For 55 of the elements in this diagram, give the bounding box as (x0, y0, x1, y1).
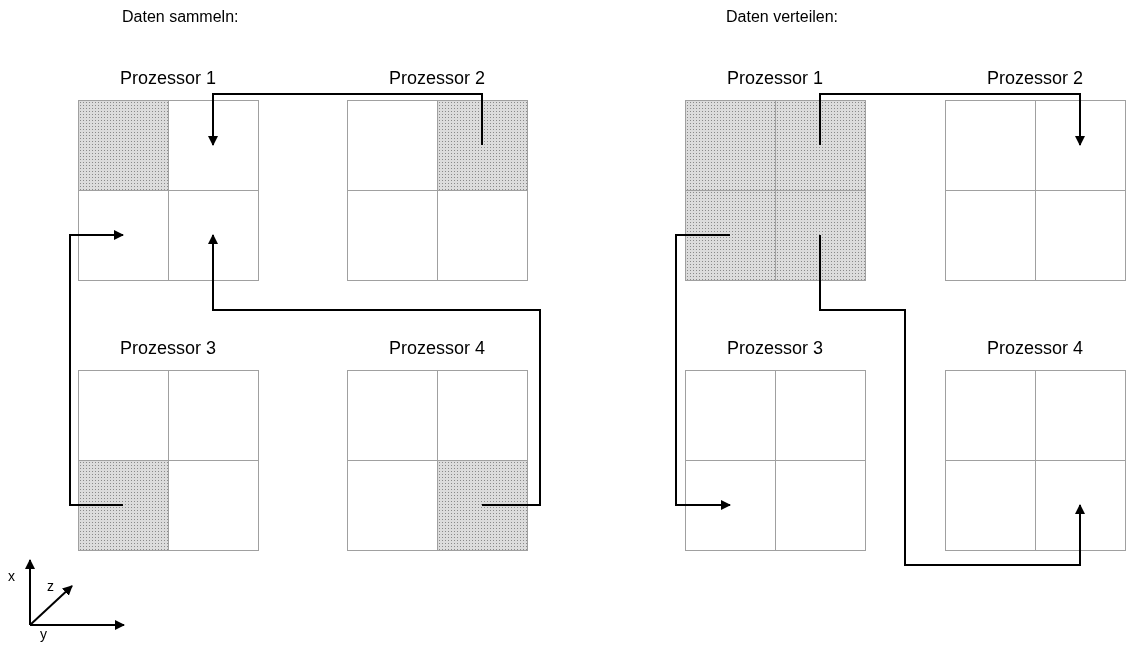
data-cell (168, 190, 259, 281)
axis-label: y (40, 626, 47, 642)
data-cell (1035, 100, 1126, 191)
processor-grid (945, 68, 1125, 280)
data-cell (945, 190, 1036, 281)
data-cell (168, 100, 259, 191)
data-cell (775, 370, 866, 461)
data-cell (437, 190, 528, 281)
shaded-data-cell (775, 190, 866, 281)
shaded-data-cell (685, 100, 776, 191)
data-cell (945, 460, 1036, 551)
data-cell (78, 190, 169, 281)
processor-title: Prozessor 1 (118, 68, 217, 89)
axis-label: z (47, 578, 54, 594)
shaded-data-cell (437, 460, 528, 551)
processor-title: Prozessor 2 (985, 68, 1084, 89)
processor-grid (945, 338, 1125, 550)
data-cell (775, 460, 866, 551)
arrow (819, 234, 1085, 566)
data-cell (347, 190, 438, 281)
data-cell (945, 100, 1036, 191)
panel-heading: Daten verteilen: (726, 8, 839, 26)
data-cell (685, 460, 776, 551)
processor-title: Prozessor 1 (725, 68, 824, 89)
processor-title: Prozessor 4 (387, 338, 486, 359)
processor-title: Prozessor 4 (985, 338, 1084, 359)
data-cell (945, 370, 1036, 461)
processor-grid (347, 338, 527, 550)
data-cell (1035, 190, 1126, 281)
panel-heading: Daten sammeln: (122, 8, 239, 26)
shaded-data-cell (685, 190, 776, 281)
axis-label: x (8, 568, 15, 584)
data-cell (168, 460, 259, 551)
processor-grid (78, 338, 258, 550)
arrow (69, 230, 124, 506)
processor-title: Prozessor 3 (725, 338, 824, 359)
shaded-data-cell (78, 100, 169, 191)
processor-title: Prozessor 2 (387, 68, 486, 89)
data-cell (685, 370, 776, 461)
arrow (208, 234, 541, 506)
shaded-data-cell (775, 100, 866, 191)
data-cell (1035, 370, 1126, 461)
processor-grid (78, 68, 258, 280)
shaded-data-cell (437, 100, 528, 191)
data-cell (347, 370, 438, 461)
processor-grid (685, 338, 865, 550)
arrow (819, 93, 1085, 146)
processor-grid (685, 68, 865, 280)
shaded-data-cell (78, 460, 169, 551)
processor-grid (347, 68, 527, 280)
arrow (675, 234, 731, 510)
data-cell (1035, 460, 1126, 551)
processor-title: Prozessor 3 (118, 338, 217, 359)
arrow (208, 93, 483, 146)
data-cell (168, 370, 259, 461)
